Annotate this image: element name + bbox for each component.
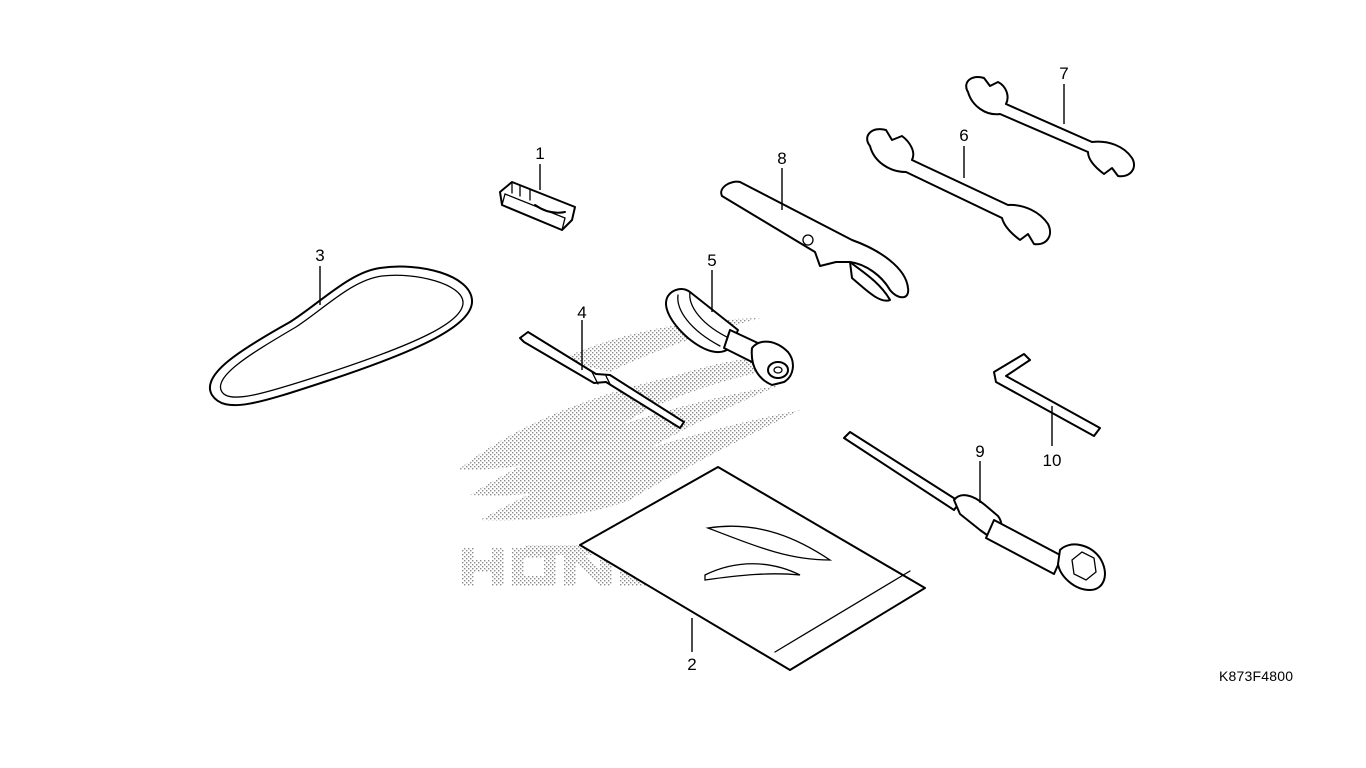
hex-key xyxy=(993,353,1101,437)
open-end-wrench-small xyxy=(965,76,1136,178)
tool-bag xyxy=(579,466,926,671)
spark-plug-wrench xyxy=(843,431,1106,591)
drawing-code: K873F4800 xyxy=(1219,668,1294,684)
rubber-band xyxy=(209,265,474,407)
open-end-wrench-large xyxy=(866,128,1052,246)
callout-1: 1 xyxy=(535,144,544,163)
pin-spanner xyxy=(720,180,910,302)
screwdriver-bit xyxy=(519,331,685,429)
callout-4: 4 xyxy=(577,303,586,322)
callout-7: 7 xyxy=(1059,64,1068,83)
callout-10: 10 xyxy=(1043,451,1062,470)
callout-6: 6 xyxy=(959,126,968,145)
callout-2: 2 xyxy=(687,655,696,674)
fuse-puller xyxy=(499,181,576,231)
callout-8: 8 xyxy=(777,149,786,168)
callout-9: 9 xyxy=(975,442,984,461)
callout-5: 5 xyxy=(707,251,716,270)
callout-3: 3 xyxy=(315,246,324,265)
screwdriver-grip xyxy=(665,288,794,386)
